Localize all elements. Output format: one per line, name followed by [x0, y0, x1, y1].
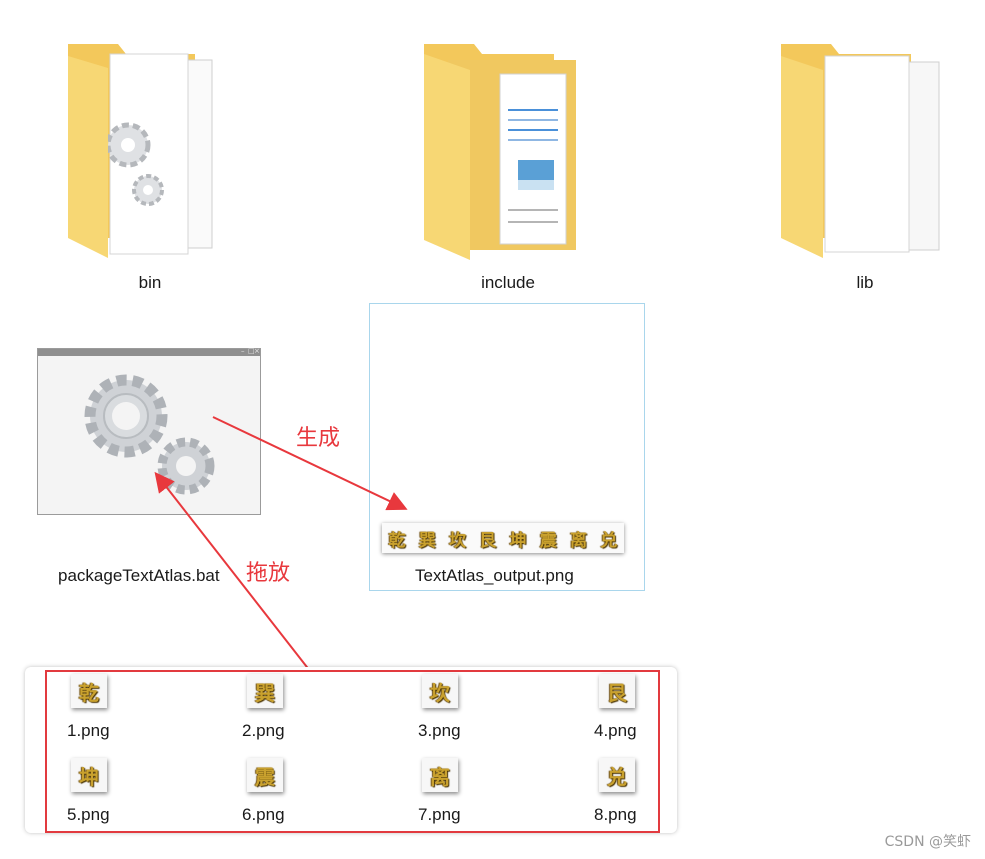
glyph-png-icon: 震: [255, 764, 275, 789]
png-file-label: 6.png: [242, 805, 285, 824]
maximize-icon: □: [248, 347, 255, 355]
png-thumbnail[interactable]: 震: [247, 758, 283, 792]
png-file-label: 3.png: [418, 721, 461, 740]
folder-lib[interactable]: lib: [765, 40, 965, 293]
folder-include[interactable]: include: [408, 40, 608, 293]
folder-include-icon: [424, 44, 576, 260]
png-file-label: 8.png: [594, 805, 637, 824]
png-thumbnail[interactable]: 兑: [599, 758, 635, 792]
atlas-glyph: 巽: [418, 530, 436, 551]
atlas-glyph: 震: [539, 530, 557, 551]
minimize-icon: –: [241, 347, 245, 355]
png-file-label: 1.png: [67, 721, 110, 740]
atlas-glyph: 离: [570, 530, 588, 551]
folder-lib-icon: [781, 44, 940, 258]
bat-file-thumbnail[interactable]: – □ ×: [37, 347, 261, 515]
png-thumbnail[interactable]: 坎: [422, 674, 458, 708]
bat-file-label: packageTextAtlas.bat: [58, 566, 220, 585]
png-files-panel: [25, 667, 677, 833]
output-png-file[interactable]: 乾 巽 坎 艮 坤 震 离 兑 TextAtlas_output.png: [369, 303, 645, 591]
output-file-label: TextAtlas_output.png: [415, 566, 574, 585]
glyph-png-icon: 艮: [607, 680, 627, 705]
atlas-glyph: 兑: [600, 530, 618, 551]
glyph-png-icon: 坎: [430, 680, 450, 705]
watermark: CSDN @笑虾: [884, 834, 971, 850]
atlas-glyph: 坤: [509, 530, 527, 551]
generate-arrow: [212, 416, 408, 511]
png-file-label: 7.png: [418, 805, 461, 824]
png-file-label: 4.png: [594, 721, 637, 740]
glyph-png-icon: 乾: [79, 680, 99, 705]
drag-drop-arrow: [154, 471, 336, 704]
glyph-png-icon: 巽: [255, 680, 275, 705]
glyph-png-icon: 离: [430, 764, 450, 789]
png-thumbnail[interactable]: 乾: [71, 674, 107, 708]
glyph-png-icon: 坤: [79, 764, 99, 789]
selection-highlight-rect: [45, 670, 660, 833]
folder-label: include: [481, 273, 535, 292]
gear-window-icon: [84, 374, 215, 495]
glyph-png-icon: 兑: [607, 764, 627, 789]
png-file-label: 5.png: [67, 805, 110, 824]
drag-drop-annotation: 拖放: [246, 561, 291, 586]
window-titlebar: – □ ×: [38, 347, 260, 356]
folder-label: lib: [856, 273, 874, 292]
folder-bin-icon: [68, 44, 213, 258]
atlas-preview: 乾 巽 坎 艮 坤 震 离 兑: [382, 523, 624, 553]
png-thumbnail[interactable]: 坤: [71, 758, 107, 792]
atlas-glyph: 坎: [449, 530, 467, 551]
atlas-glyph: 艮: [479, 530, 497, 551]
png-thumbnail[interactable]: 离: [422, 758, 458, 792]
close-icon: ×: [254, 347, 260, 355]
atlas-glyph: 乾: [388, 530, 406, 551]
png-thumbnail[interactable]: 巽: [247, 674, 283, 708]
generate-annotation: 生成: [296, 426, 341, 451]
png-thumbnail[interactable]: 艮: [599, 674, 635, 708]
folder-label: bin: [138, 273, 162, 292]
png-file-label: 2.png: [242, 721, 285, 740]
folder-bin[interactable]: bin: [50, 40, 250, 293]
